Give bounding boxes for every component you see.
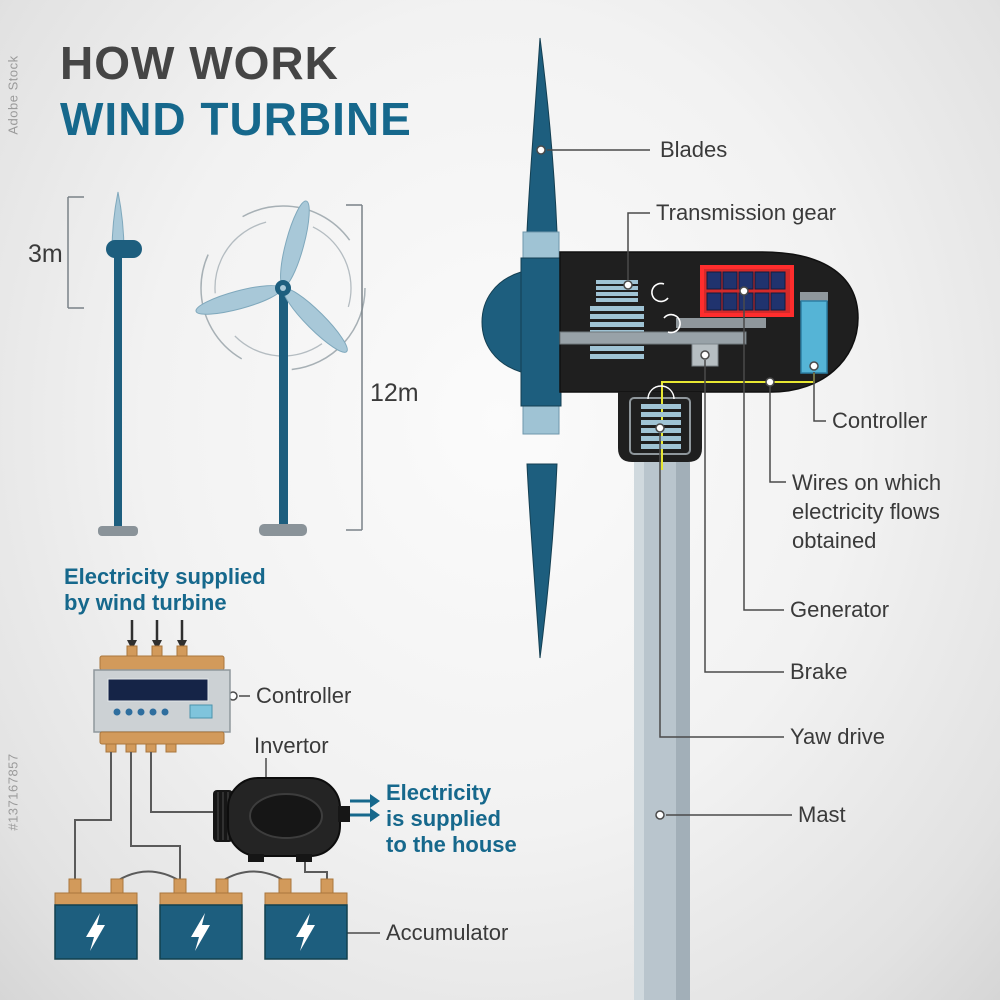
- battery-2: [159, 892, 243, 960]
- rotation-arc-inner: [214, 219, 352, 357]
- label-yaw-drive: Yaw drive: [790, 724, 885, 749]
- label-generator: Generator: [790, 597, 890, 622]
- hub-block: [520, 257, 562, 407]
- large-turbine-pole: [279, 288, 288, 528]
- blade-root-lower: [522, 403, 560, 435]
- nacelle-controller: [800, 300, 828, 374]
- label-wires: Wires on which electricity flows obtaine…: [792, 470, 942, 554]
- rotation-arrow-icon: [663, 313, 681, 334]
- invertor-device: [213, 777, 350, 862]
- lightning-icon: [86, 913, 105, 951]
- controller-display: [107, 678, 209, 702]
- rotation-arrow-icon: [651, 282, 669, 303]
- controller-indicator-dots: [113, 708, 169, 716]
- large-turbine-size-label: 12m: [370, 379, 419, 407]
- blade-upper: [526, 37, 558, 233]
- large-turbine-base: [259, 524, 307, 536]
- small-turbine-pole: [114, 252, 122, 528]
- battery-bank: [54, 878, 348, 960]
- cutaway-turbine: [481, 37, 859, 1000]
- small-turbine-bracket: [67, 196, 84, 309]
- title-line-2: WIND TURBINE: [60, 93, 412, 145]
- connection-wires: [74, 752, 328, 882]
- down-arrows-icon: [127, 620, 187, 650]
- secondary-shaft: [676, 318, 766, 328]
- large-turbine: [195, 200, 366, 536]
- house-text: Electricity is supplied to the house: [386, 780, 517, 857]
- lightning-icon: [191, 913, 210, 951]
- yaw-rotation-arrow-icon: [647, 385, 675, 400]
- large-turbine-blades: [195, 200, 348, 353]
- label-accumulator: Accumulator: [386, 920, 509, 945]
- small-turbine-nacelle: [106, 240, 142, 258]
- lightning-icon: [296, 913, 315, 951]
- label-blades: Blades: [660, 137, 728, 162]
- title-line-1: HOW WORK: [60, 37, 339, 89]
- rotation-arc-outer: [200, 205, 366, 371]
- controller-device: [93, 645, 231, 753]
- small-turbine: [67, 191, 142, 536]
- generator: [700, 265, 794, 317]
- label-invertor: Invertor: [254, 733, 329, 758]
- large-turbine-bracket: [346, 204, 363, 531]
- small-turbine-size-label: 3m: [28, 240, 63, 268]
- watermark-id: #137167857: [5, 753, 21, 831]
- main-shaft: [559, 331, 747, 345]
- battery-3: [264, 892, 348, 960]
- small-turbine-base: [98, 526, 138, 536]
- leader-lines: [239, 149, 826, 934]
- watermark-brand: Adobe Stock: [5, 55, 21, 135]
- label-mast: Mast: [798, 802, 846, 827]
- battery-terminals: [68, 878, 334, 894]
- double-arrow-right-icon: [350, 794, 380, 822]
- battery-1: [54, 892, 138, 960]
- supply-text: Electricity supplied by wind turbine: [64, 564, 266, 615]
- label-brake: Brake: [790, 659, 848, 684]
- label-controller-device: Controller: [256, 683, 352, 708]
- nose-cone: [481, 271, 522, 373]
- label-transmission-gear: Transmission gear: [656, 200, 837, 225]
- blade-lower: [526, 463, 558, 659]
- label-controller-nacelle: Controller: [832, 408, 928, 433]
